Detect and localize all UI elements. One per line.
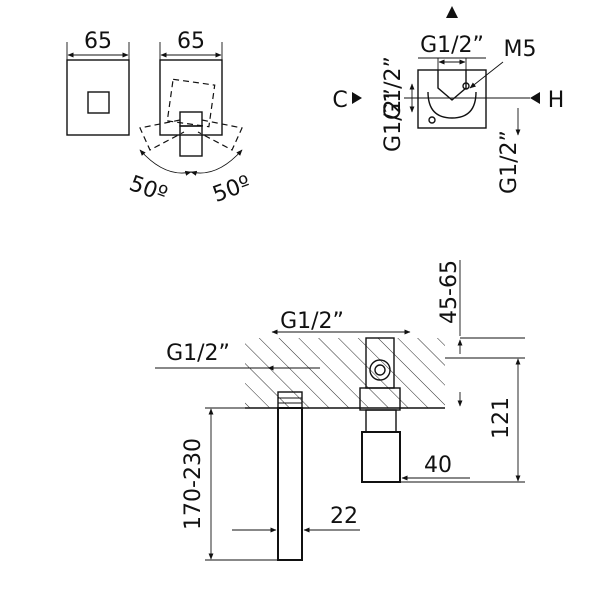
thread-right-vertical-label: G1/2”	[497, 130, 522, 194]
installation-section-view: G1/2” G1/2” 45-65 121 40	[155, 260, 525, 561]
valve-inner-curve	[427, 91, 477, 119]
handle-square-dashed	[166, 78, 216, 128]
cold-arrow-icon	[352, 92, 362, 104]
thread-left-vertical-label: G1/2”	[381, 56, 406, 120]
thread-top-label: G1/2”	[420, 33, 484, 58]
cold-inlet-label: C	[332, 88, 347, 113]
spout-length-label: 170-230	[181, 438, 206, 530]
lever-rotated-right	[197, 119, 243, 151]
valve-connector-circle	[369, 359, 391, 381]
width-side-label: 65	[177, 29, 205, 54]
angle-right-label: 50º	[210, 171, 255, 208]
hot-inlet-label: H	[548, 88, 565, 113]
front-plate-view: 65	[66, 29, 130, 136]
thread-bottom-left-label: G1/2”	[381, 88, 406, 152]
hot-arrow-icon	[530, 92, 540, 104]
wall-hatch	[245, 338, 445, 408]
handle-body-section	[361, 431, 401, 483]
handle-lever	[179, 125, 203, 157]
width-front-label: 65	[84, 29, 112, 54]
screw-hole-top	[462, 82, 470, 90]
screw-label: M5	[504, 37, 537, 62]
depth-range-label: 45-65	[437, 260, 462, 324]
screw-hole-left	[428, 116, 436, 124]
spout-body	[277, 407, 303, 561]
outlet-arrow-icon	[446, 6, 458, 18]
front-plate-square	[87, 91, 110, 114]
thread-section-top-label: G1/2”	[280, 309, 344, 334]
lever-rotated-left	[139, 119, 185, 151]
thread-section-left-label: G1/2”	[166, 341, 230, 366]
front-plate-outline	[66, 59, 130, 136]
rotation-arc-right	[190, 149, 243, 176]
handle-rotation-view: 65 50º 50º	[126, 29, 254, 208]
height-121-label: 121	[489, 397, 514, 439]
angle-left-label: 50º	[126, 171, 171, 208]
valve-body-outline	[417, 69, 487, 129]
spout-width-label: 22	[330, 504, 358, 529]
side-plate-outline	[159, 59, 223, 136]
rotation-arc-left	[139, 149, 192, 176]
handle-offset-label: 40	[424, 453, 452, 478]
valve-body-view: G1/2” M5 C H G1/2” G1/2” G1/2”	[332, 6, 564, 194]
